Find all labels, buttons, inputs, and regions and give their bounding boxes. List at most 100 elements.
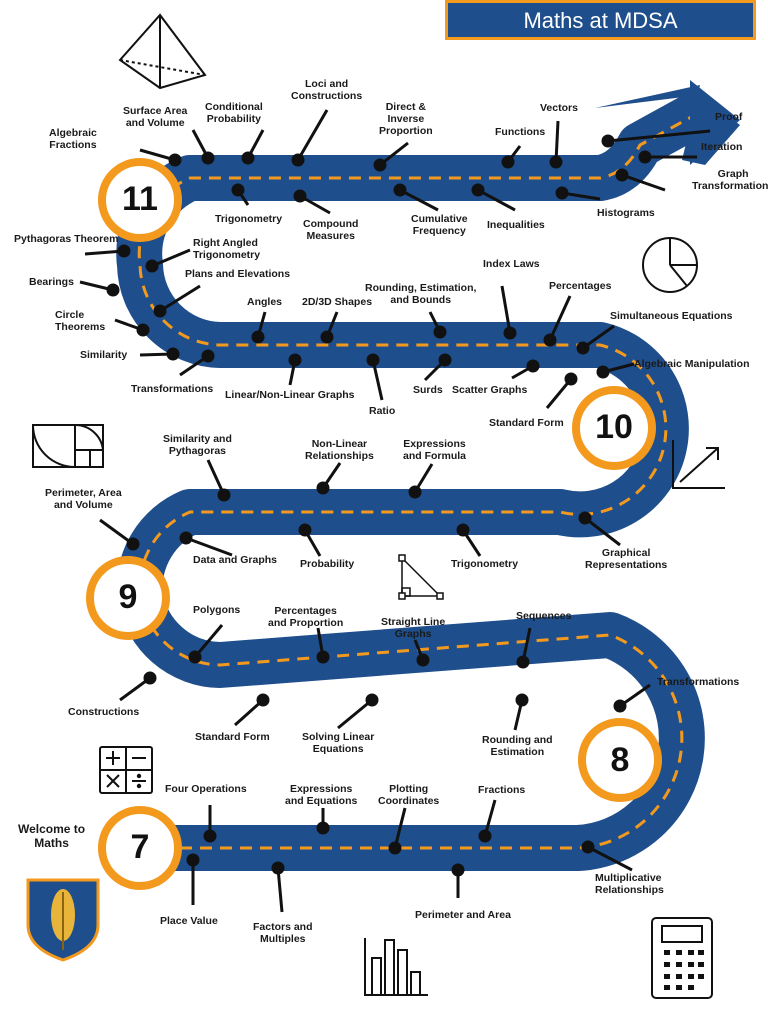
year-10-circle: [572, 386, 656, 470]
connector-dot: [201, 151, 215, 165]
connector-line: [500, 285, 512, 334]
bar-chart-icon: [364, 938, 428, 996]
topic-year10-index-laws: Index Laws: [483, 258, 540, 270]
connector-dot: [456, 523, 470, 537]
topic-year11-histograms: Histograms: [597, 207, 655, 219]
connector-line: [477, 188, 516, 212]
connector-dot: [543, 333, 557, 347]
connector-line: [371, 359, 384, 401]
topic-year11-graph-transformations: Graph Transformations: [692, 168, 768, 192]
topic-year8-percentages-and-proportion: Percentages and Proportion: [268, 605, 344, 629]
connector-dot: [503, 326, 517, 340]
year-7-label: 7: [130, 828, 150, 866]
topic-year7-place-value: Place Value: [160, 915, 218, 927]
topic-year11-functions: Functions: [495, 126, 546, 138]
connector-dot: [578, 511, 592, 525]
topic-year9-data-and-graphs: Data and Graphs: [193, 554, 278, 566]
connector-dot: [501, 155, 515, 169]
connector-dot: [388, 841, 402, 855]
calculator-icon: [651, 917, 713, 999]
connector-dot: [471, 183, 485, 197]
year-8-label: 8: [610, 741, 630, 779]
connector-dot: [166, 347, 180, 361]
connector-dot: [203, 829, 217, 843]
topic-year11-pythagoras-theorem: Pythagoras Theorem: [14, 233, 119, 245]
pie-chart-icon: [642, 237, 698, 293]
connector-dot: [186, 853, 200, 867]
topic-year10-algebraic-manipulation: Algebraic Manipulation: [634, 358, 750, 370]
topic-year10-ratio: Ratio: [369, 405, 396, 417]
connector-dot: [201, 349, 215, 363]
topic-year8-polygons: Polygons: [193, 604, 241, 616]
connector-line: [185, 536, 233, 557]
connector-dot: [298, 523, 312, 537]
topic-year10-simultaneous-equations: Simultaneous Equations: [610, 310, 733, 322]
topic-year11-circle-theorems: Circle Theorems: [55, 309, 106, 333]
topic-year10-standard-form: Standard Form: [489, 417, 564, 429]
connector-dot: [549, 155, 563, 169]
connector-dot: [106, 283, 120, 297]
connector-dot: [188, 650, 202, 664]
topic-year7-expressions-and-equations: Expressions and Equations: [285, 783, 358, 807]
topic-year11-right-angled-trigonometry: Right Angled Trigonometry: [193, 237, 261, 261]
topic-year9-perimeter-area-and-volume: Perimeter, Area and Volume: [45, 487, 122, 511]
topic-year7-factors-and-multiples: Factors and Multiples: [253, 921, 313, 945]
connector-line: [99, 518, 134, 546]
connector-line: [399, 188, 439, 212]
connector-dot: [256, 693, 270, 707]
school-crest-icon: [26, 878, 100, 962]
connector-dot: [433, 325, 447, 339]
connector-dot: [613, 699, 627, 713]
connector-dot: [217, 488, 231, 502]
connector-dot: [576, 341, 590, 355]
connector-dot: [615, 168, 629, 182]
connector-dot: [231, 183, 245, 197]
connector-line: [584, 516, 621, 547]
topic-year7-multiplicative-relationships: Multiplicative Relationships: [595, 872, 664, 896]
topic-year9-trigonometry: Trigonometry: [451, 558, 519, 570]
connector-dot: [145, 259, 159, 273]
topic-year11-conditional-probability: Conditional Probability: [205, 101, 263, 125]
connector-dot: [478, 829, 492, 843]
connector-line: [548, 295, 572, 341]
year-10-label: 10: [595, 408, 633, 446]
year-circles: [86, 158, 662, 890]
topic-year8-constructions: Constructions: [68, 706, 140, 718]
connector-dot: [251, 330, 265, 344]
topic-year9-probability: Probability: [300, 558, 355, 570]
connector-line: [296, 109, 329, 161]
topic-year11-plans-and-elevations: Plans and Elevations: [185, 268, 291, 280]
year-9-label: 9: [118, 578, 138, 616]
topic-year10-surds: Surds: [413, 384, 443, 396]
topic-year11-cumulative-frequency: Cumulative Frequency: [411, 213, 468, 237]
connector-dot: [271, 861, 285, 875]
connector-dot: [366, 353, 380, 367]
connector-dot: [293, 189, 307, 203]
topic-year11-inequalities: Inequalities: [487, 219, 545, 231]
connector-dot: [153, 304, 167, 318]
topic-year9-similarity-and-pythagoras: Similarity and Pythagoras: [163, 433, 232, 457]
connector-dot: [516, 655, 530, 669]
topic-year10-rounding-estimation-and-bounds: Rounding, Estimation, and Bounds: [365, 282, 477, 306]
topic-year10-transformations: Transformations: [131, 383, 214, 395]
connector-line: [554, 120, 560, 163]
connector-line: [587, 845, 633, 872]
road: [116, 80, 740, 871]
connector-line: [276, 867, 284, 913]
connector-line: [151, 248, 191, 268]
pyramid-icon: [118, 13, 207, 90]
connector-dot: [316, 481, 330, 495]
topic-year9-non-linear-relationships: Non-Linear Relationships: [305, 438, 374, 462]
topic-year8-straight-line-graphs: Straight Line Graphs: [381, 616, 446, 640]
topic-year10-similarity: Similarity: [80, 349, 128, 361]
connector-dot: [515, 693, 529, 707]
connector-dot: [416, 653, 430, 667]
page-title: Maths at MDSA: [445, 0, 756, 40]
operations-icon: [99, 746, 153, 794]
topic-year9-graphical-representations: Graphical Representations: [585, 547, 668, 571]
connector-dot: [638, 150, 652, 164]
connector-dot: [601, 134, 615, 148]
topic-year11-surface-area-and-volume: Surface Area and Volume: [123, 105, 188, 129]
connector-line: [84, 249, 125, 256]
